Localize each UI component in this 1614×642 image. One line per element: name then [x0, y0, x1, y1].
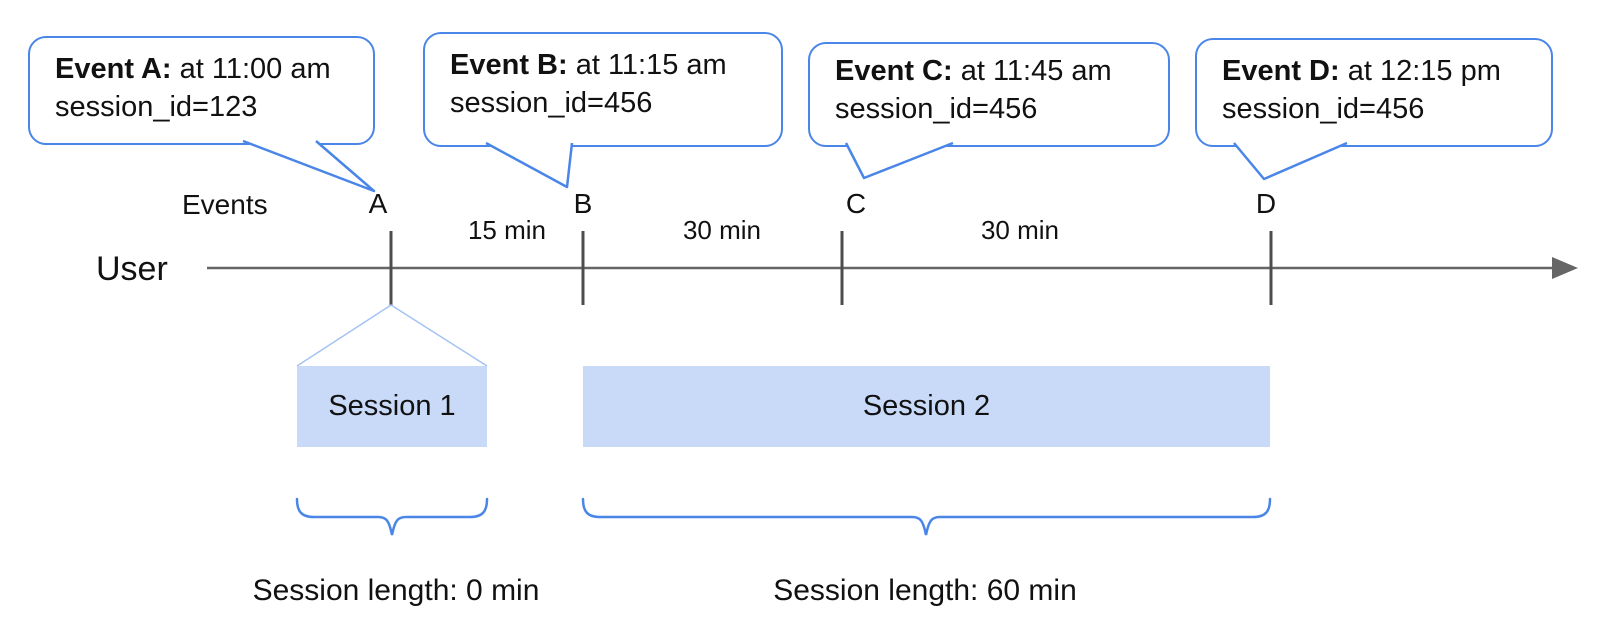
event-a-bubble: Event A: at 11:00 am session_id=123	[28, 36, 375, 145]
event-d-line1: Event D: at 12:15 pm	[1222, 52, 1537, 90]
tick-label-d: D	[1255, 188, 1277, 219]
interval-label-bc: 30 min	[682, 215, 762, 245]
session-1-bar: Session 1	[297, 366, 487, 447]
event-b-line1: Event B: at 11:15 am	[450, 46, 767, 84]
tick-label-a: A	[368, 188, 388, 219]
event-c-line1: Event C: at 11:45 am	[835, 52, 1154, 90]
event-c-bubble: Event C: at 11:45 am session_id=456	[808, 42, 1170, 147]
event-c-session-id: session_id=456	[835, 93, 1038, 125]
event-c-title: Event C:	[835, 55, 953, 87]
interval-label-ab: 15 min	[467, 215, 547, 245]
event-c-time: at 11:45 am	[960, 55, 1112, 87]
event-b-bubble-tail	[485, 141, 574, 189]
session-2-bar: Session 2	[583, 366, 1270, 447]
event-a-line1: Event A: at 11:00 am	[55, 50, 359, 88]
tick-label-b: B	[573, 188, 593, 219]
event-d-bubble-tail	[1233, 141, 1348, 181]
event-d-time: at 12:15 pm	[1347, 55, 1501, 87]
interval-label-cd: 30 min	[980, 215, 1060, 245]
session-1-brace	[295, 497, 489, 536]
event-d-title: Event D:	[1222, 55, 1340, 87]
event-a-bubble-tail	[242, 139, 376, 193]
event-b-time: at 11:15 am	[575, 49, 727, 81]
session-1-label: Session 1	[328, 390, 456, 422]
event-d-bubble: Event D: at 12:15 pm session_id=456	[1195, 38, 1553, 147]
session-2-length-label: Session length: 60 min	[773, 574, 1077, 607]
event-b-title: Event B:	[450, 49, 568, 81]
event-d-session-id: session_id=456	[1222, 93, 1425, 125]
event-a-session-id: session_id=123	[55, 91, 258, 123]
event-a-title: Event A:	[55, 53, 172, 85]
user-row-label: User	[96, 250, 168, 288]
session-1-length-label: Session length: 0 min	[252, 574, 540, 607]
event-b-bubble: Event B: at 11:15 am session_id=456	[423, 32, 783, 147]
events-row-label: Events	[182, 189, 268, 220]
event-b-session-id: session_id=456	[450, 87, 653, 119]
session-1-funnel	[296, 304, 488, 367]
session-2-brace	[581, 497, 1272, 536]
timeline-arrowhead-icon	[1552, 257, 1578, 279]
event-c-bubble-tail	[844, 141, 954, 180]
session-2-label: Session 2	[862, 390, 991, 422]
tick-label-c: C	[845, 188, 867, 219]
event-a-time: at 11:00 am	[179, 53, 331, 85]
